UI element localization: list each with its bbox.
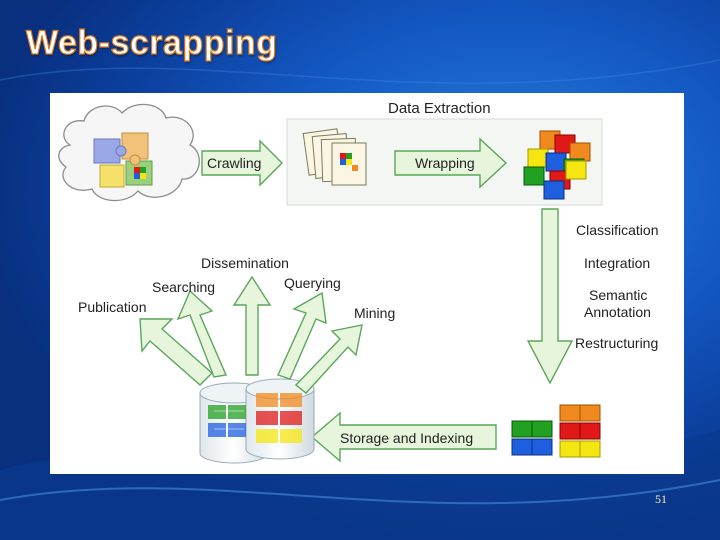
searching-arrow	[176, 289, 227, 378]
structured-data-cubes-icon	[523, 130, 591, 200]
wrapping-arrow	[394, 137, 508, 189]
annotation-label: Annotation	[584, 304, 651, 320]
wrapping-label: Wrapping	[415, 155, 475, 171]
storage-indexing-label: Storage and Indexing	[340, 430, 473, 446]
publication-arrow	[139, 318, 214, 386]
dissemination-label: Dissemination	[201, 255, 289, 271]
crawling-label: Crawling	[207, 155, 261, 171]
crawling-arrow	[201, 139, 283, 187]
publication-label: Publication	[78, 299, 147, 315]
querying-label: Querying	[284, 275, 341, 291]
diagram-panel: Data Extraction Crawling Wrapping	[50, 93, 684, 474]
web-pages-stack-icon	[302, 128, 367, 186]
web-cloud-icon	[58, 103, 200, 202]
mining-label: Mining	[354, 305, 395, 321]
mining-arrow	[294, 324, 363, 394]
classification-label: Classification	[576, 222, 658, 238]
database-cylinders-icon	[199, 378, 315, 464]
restructuring-label: Restructuring	[575, 335, 658, 351]
querying-arrow	[277, 291, 327, 380]
slide-title: Web-scrapping	[25, 23, 278, 62]
page-number: 51	[655, 492, 667, 506]
web-scraping-diagram: Data Extraction Crawling Wrapping	[58, 100, 658, 464]
storage-arrow	[310, 411, 497, 463]
data-extraction-label: Data Extraction	[388, 100, 491, 117]
integration-label: Integration	[584, 255, 650, 271]
restructured-cubes-icon	[511, 404, 601, 458]
searching-label: Searching	[152, 279, 215, 295]
dissemination-arrow	[232, 275, 272, 376]
processing-down-arrow	[526, 208, 574, 385]
semantic-label: Semantic	[589, 287, 647, 303]
